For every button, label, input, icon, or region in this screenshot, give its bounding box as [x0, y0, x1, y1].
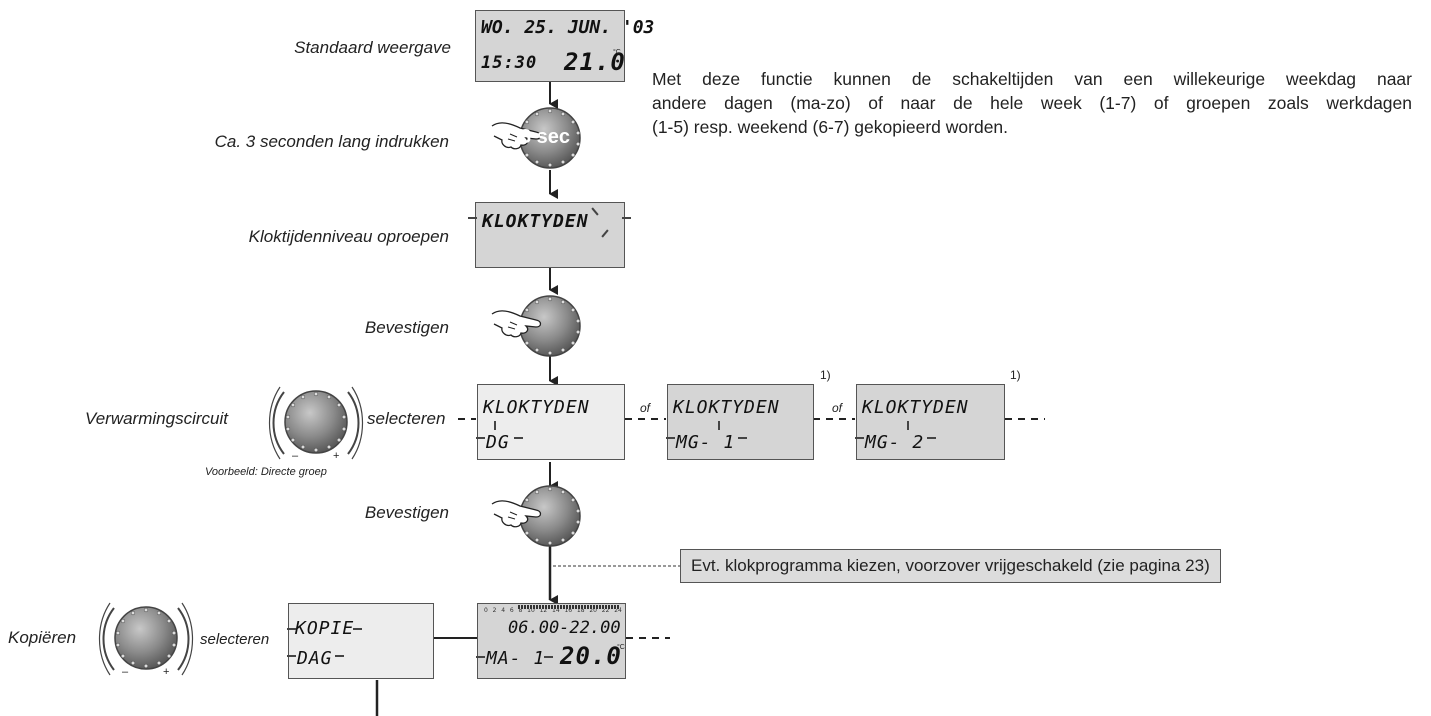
- display-klok-level: KLOKTYDEN: [468, 202, 631, 268]
- timeline-tick: 2: [492, 607, 497, 614]
- step-confirm2-label: Bevestigen: [364, 503, 449, 522]
- knob-minus-sign: –: [292, 450, 299, 462]
- rotary-knob-icon: [519, 107, 581, 169]
- display-time: 15:30: [481, 53, 538, 73]
- display-line1: KLOKTYDEN: [673, 397, 780, 418]
- hand-press-icon: [491, 310, 542, 338]
- display-date: WO. 25. JUN. '03: [481, 17, 655, 38]
- program-time: 06.00-22.00: [508, 618, 621, 638]
- rotary-knob-icon: [519, 295, 581, 357]
- display-kopie: KOPIE DAG: [287, 603, 434, 679]
- timeline-bar: [518, 605, 620, 609]
- step-standard-label: Standaard weergave: [294, 38, 451, 57]
- temperature-unit: °C: [613, 49, 621, 56]
- display-line2: DG: [486, 432, 510, 453]
- timeline-tick: 6: [509, 607, 514, 614]
- display-klok-text: KLOKTYDEN: [482, 211, 589, 232]
- display-line2: MG- 2: [865, 432, 925, 453]
- timeline-tick: 22: [601, 607, 610, 614]
- footnote-marker: 1): [820, 368, 831, 382]
- step-circuit-select-label: selecteren: [367, 409, 446, 428]
- hand-press-icon: [491, 122, 542, 150]
- timeline-tick: 24: [614, 607, 622, 614]
- rotate-arrows-icon: [99, 602, 193, 676]
- step-confirm-label: Bevestigen: [364, 318, 449, 337]
- rotate-arrows-icon: [269, 386, 363, 460]
- display-program: 0 2 4 6 8 10 12 14 16 18 20 22 24 06.00-…: [476, 603, 626, 679]
- display-circuit-mg2: KLOKTYDEN MG- 2: [855, 384, 1005, 460]
- description-line: Met deze functie kunnen de schakeltijden…: [652, 69, 1412, 89]
- program-day: MA- 1: [486, 648, 546, 669]
- knob-minus-sign: –: [122, 666, 129, 678]
- step-copy-select-label: selecteren: [200, 631, 270, 648]
- step-press-label: Ca. 3 seconden lang indrukken: [214, 132, 449, 151]
- description-text: Met deze functie kunnen de schakeltijden…: [652, 67, 1412, 139]
- or-separator: of: [640, 401, 651, 415]
- timeline-tick: 12: [539, 607, 548, 614]
- knob-rotate-copy[interactable]: – +: [98, 598, 194, 680]
- knob-rotate-circuit[interactable]: – +: [268, 382, 364, 464]
- step-circuit-label: Verwarmingscircuit: [85, 409, 228, 428]
- timeline-tick: 10: [527, 607, 535, 614]
- step-copy-label: Kopiëren: [8, 628, 77, 647]
- display-temperature: 21.0: [564, 48, 626, 76]
- display-line1: KOPIE: [295, 618, 355, 639]
- display-circuit-dg: KLOKTYDEN DG: [476, 384, 625, 460]
- display-line1: KLOKTYDEN: [483, 397, 590, 418]
- timeline-tick: 20: [589, 607, 597, 614]
- knob-press-3s[interactable]: 3 sec: [490, 106, 600, 170]
- knob-confirm-1[interactable]: [490, 294, 600, 358]
- timeline-tick: 4: [501, 607, 506, 614]
- timeline-ticks: 0 2 4 6 8 10 12 14 16 18 20 22 24: [484, 607, 622, 615]
- rotary-knob-icon: [284, 390, 348, 454]
- example-caption: Voorbeeld: Directe groep: [205, 466, 327, 478]
- step-klok-label: Kloktijdenniveau oproepen: [248, 227, 449, 246]
- timeline-tick: 8: [518, 607, 523, 614]
- knob-confirm-2[interactable]: [490, 484, 600, 548]
- program-temperature: 20.0: [560, 642, 622, 670]
- timeline-tick: 18: [576, 607, 585, 614]
- knob-plus-sign: +: [163, 666, 170, 678]
- note-program-selection: Evt. klokprogramma kiezen, voorzover vri…: [680, 549, 1221, 583]
- rotary-knob-icon: [114, 606, 178, 670]
- press-duration: 3 sec: [520, 126, 571, 148]
- temperature-unit: °C: [617, 644, 625, 651]
- timeline-tick: 14: [552, 607, 560, 614]
- knob-plus-sign: +: [333, 450, 340, 462]
- hand-press-icon: [491, 500, 542, 528]
- display-line2: DAG: [297, 648, 333, 669]
- footnote-marker: 1): [1010, 368, 1021, 382]
- timeline-tick: 16: [564, 607, 573, 614]
- display-circuit-mg1: KLOKTYDEN MG- 1: [666, 384, 814, 460]
- timeline-tick: 0: [484, 607, 488, 614]
- description-line: andere dagen (ma-zo) of naar de hele wee…: [652, 93, 1412, 113]
- display-line2: MG- 1: [676, 432, 736, 453]
- display-line1: KLOKTYDEN: [862, 397, 969, 418]
- display-standard: WO. 25. JUN. '03 15:30 21.0 °C: [475, 10, 654, 82]
- description-line: (1-5) resp. weekend (6-7) gekopieerd wor…: [652, 117, 1009, 137]
- or-separator: of: [832, 401, 843, 415]
